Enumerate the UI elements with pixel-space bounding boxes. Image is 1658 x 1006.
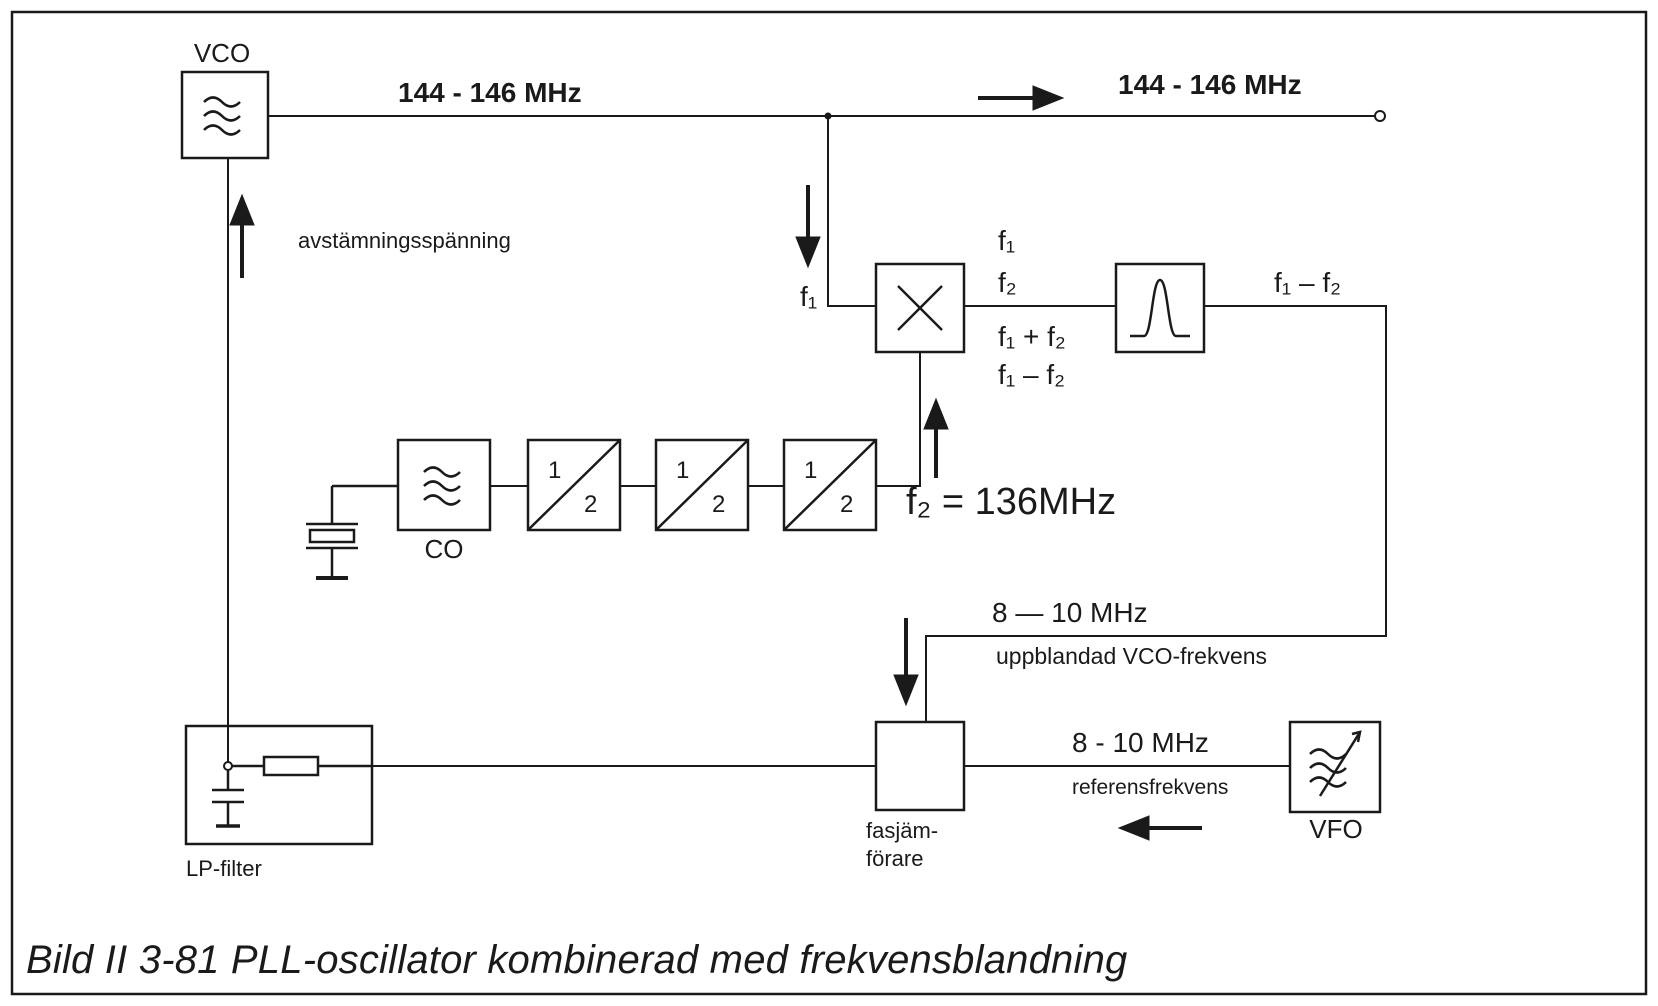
mixer-input-line	[827, 116, 876, 307]
figure-caption: Bild II 3-81 PLL-oscillator kombinerad m…	[26, 938, 1128, 982]
lp-capacitor-icon	[212, 766, 244, 828]
vco-out-freq-label: 144 - 146 MHz	[398, 77, 582, 108]
tuning-voltage-label: avstämningsspänning	[298, 228, 511, 253]
co-block	[396, 438, 492, 532]
divider-2-den: 2	[712, 491, 725, 518]
divider-3-den: 2	[840, 491, 853, 518]
vfo-block	[1288, 720, 1382, 814]
phase-comp-label-2: förare	[866, 846, 923, 871]
ref-desc-label: referensfrekvens	[1072, 776, 1228, 799]
divider-1: 1 2	[526, 438, 622, 532]
f2-to-mixer-line	[876, 352, 921, 487]
lp-resistor-icon	[228, 755, 372, 777]
phase-comparator-block	[874, 720, 966, 812]
lp-junction	[223, 761, 233, 771]
mixer-out-sum: f₁ + f₂	[998, 321, 1066, 352]
mixer-out-f1: f₁	[998, 225, 1015, 256]
co-tilde-icon	[423, 466, 461, 506]
divider-3-num: 1	[804, 457, 817, 484]
vco-block	[180, 70, 270, 160]
filter-out-label: f₁ – f₂	[1274, 267, 1341, 298]
figure-border	[10, 10, 1648, 996]
vco-tilde-icon	[203, 96, 241, 136]
vfo-variable-tilde-icon	[1309, 730, 1362, 797]
lp-filter-label: LP-filter	[186, 856, 262, 881]
vfo-label: VFO	[1309, 814, 1362, 844]
if-freq-label: 8 — 10 MHz	[992, 597, 1148, 628]
divider-2: 1 2	[654, 438, 750, 532]
lp-filter-block	[184, 724, 374, 846]
divider-1-num: 1	[548, 457, 561, 484]
if-feedback-line	[925, 305, 1387, 722]
bandpass-curve-icon	[1130, 278, 1190, 338]
mixer-x-icon	[897, 285, 943, 331]
vco-label: VCO	[194, 38, 250, 68]
ref-freq-label: 8 - 10 MHz	[1072, 727, 1209, 758]
divider-3: 1 2	[782, 438, 878, 532]
phase-comp-label-1: fasjäm-	[866, 818, 938, 843]
f2-value-label: f₂ = 136MHz	[906, 481, 1116, 523]
mixer-input-f1-label: f₁	[800, 281, 817, 312]
divider-2-num: 1	[676, 457, 689, 484]
output-freq-label: 144 - 146 MHz	[1118, 69, 1302, 100]
crystal-icon	[306, 484, 398, 580]
mixer-out-f2: f₂	[998, 267, 1017, 298]
divider-1-den: 2	[584, 491, 597, 518]
bandpass-filter-block	[1114, 262, 1206, 354]
mixer-out-diff: f₁ – f₂	[998, 359, 1065, 390]
output-terminal	[1374, 110, 1386, 122]
co-label: CO	[425, 534, 464, 564]
if-desc-label: uppblandad VCO-frekvens	[996, 643, 1267, 669]
